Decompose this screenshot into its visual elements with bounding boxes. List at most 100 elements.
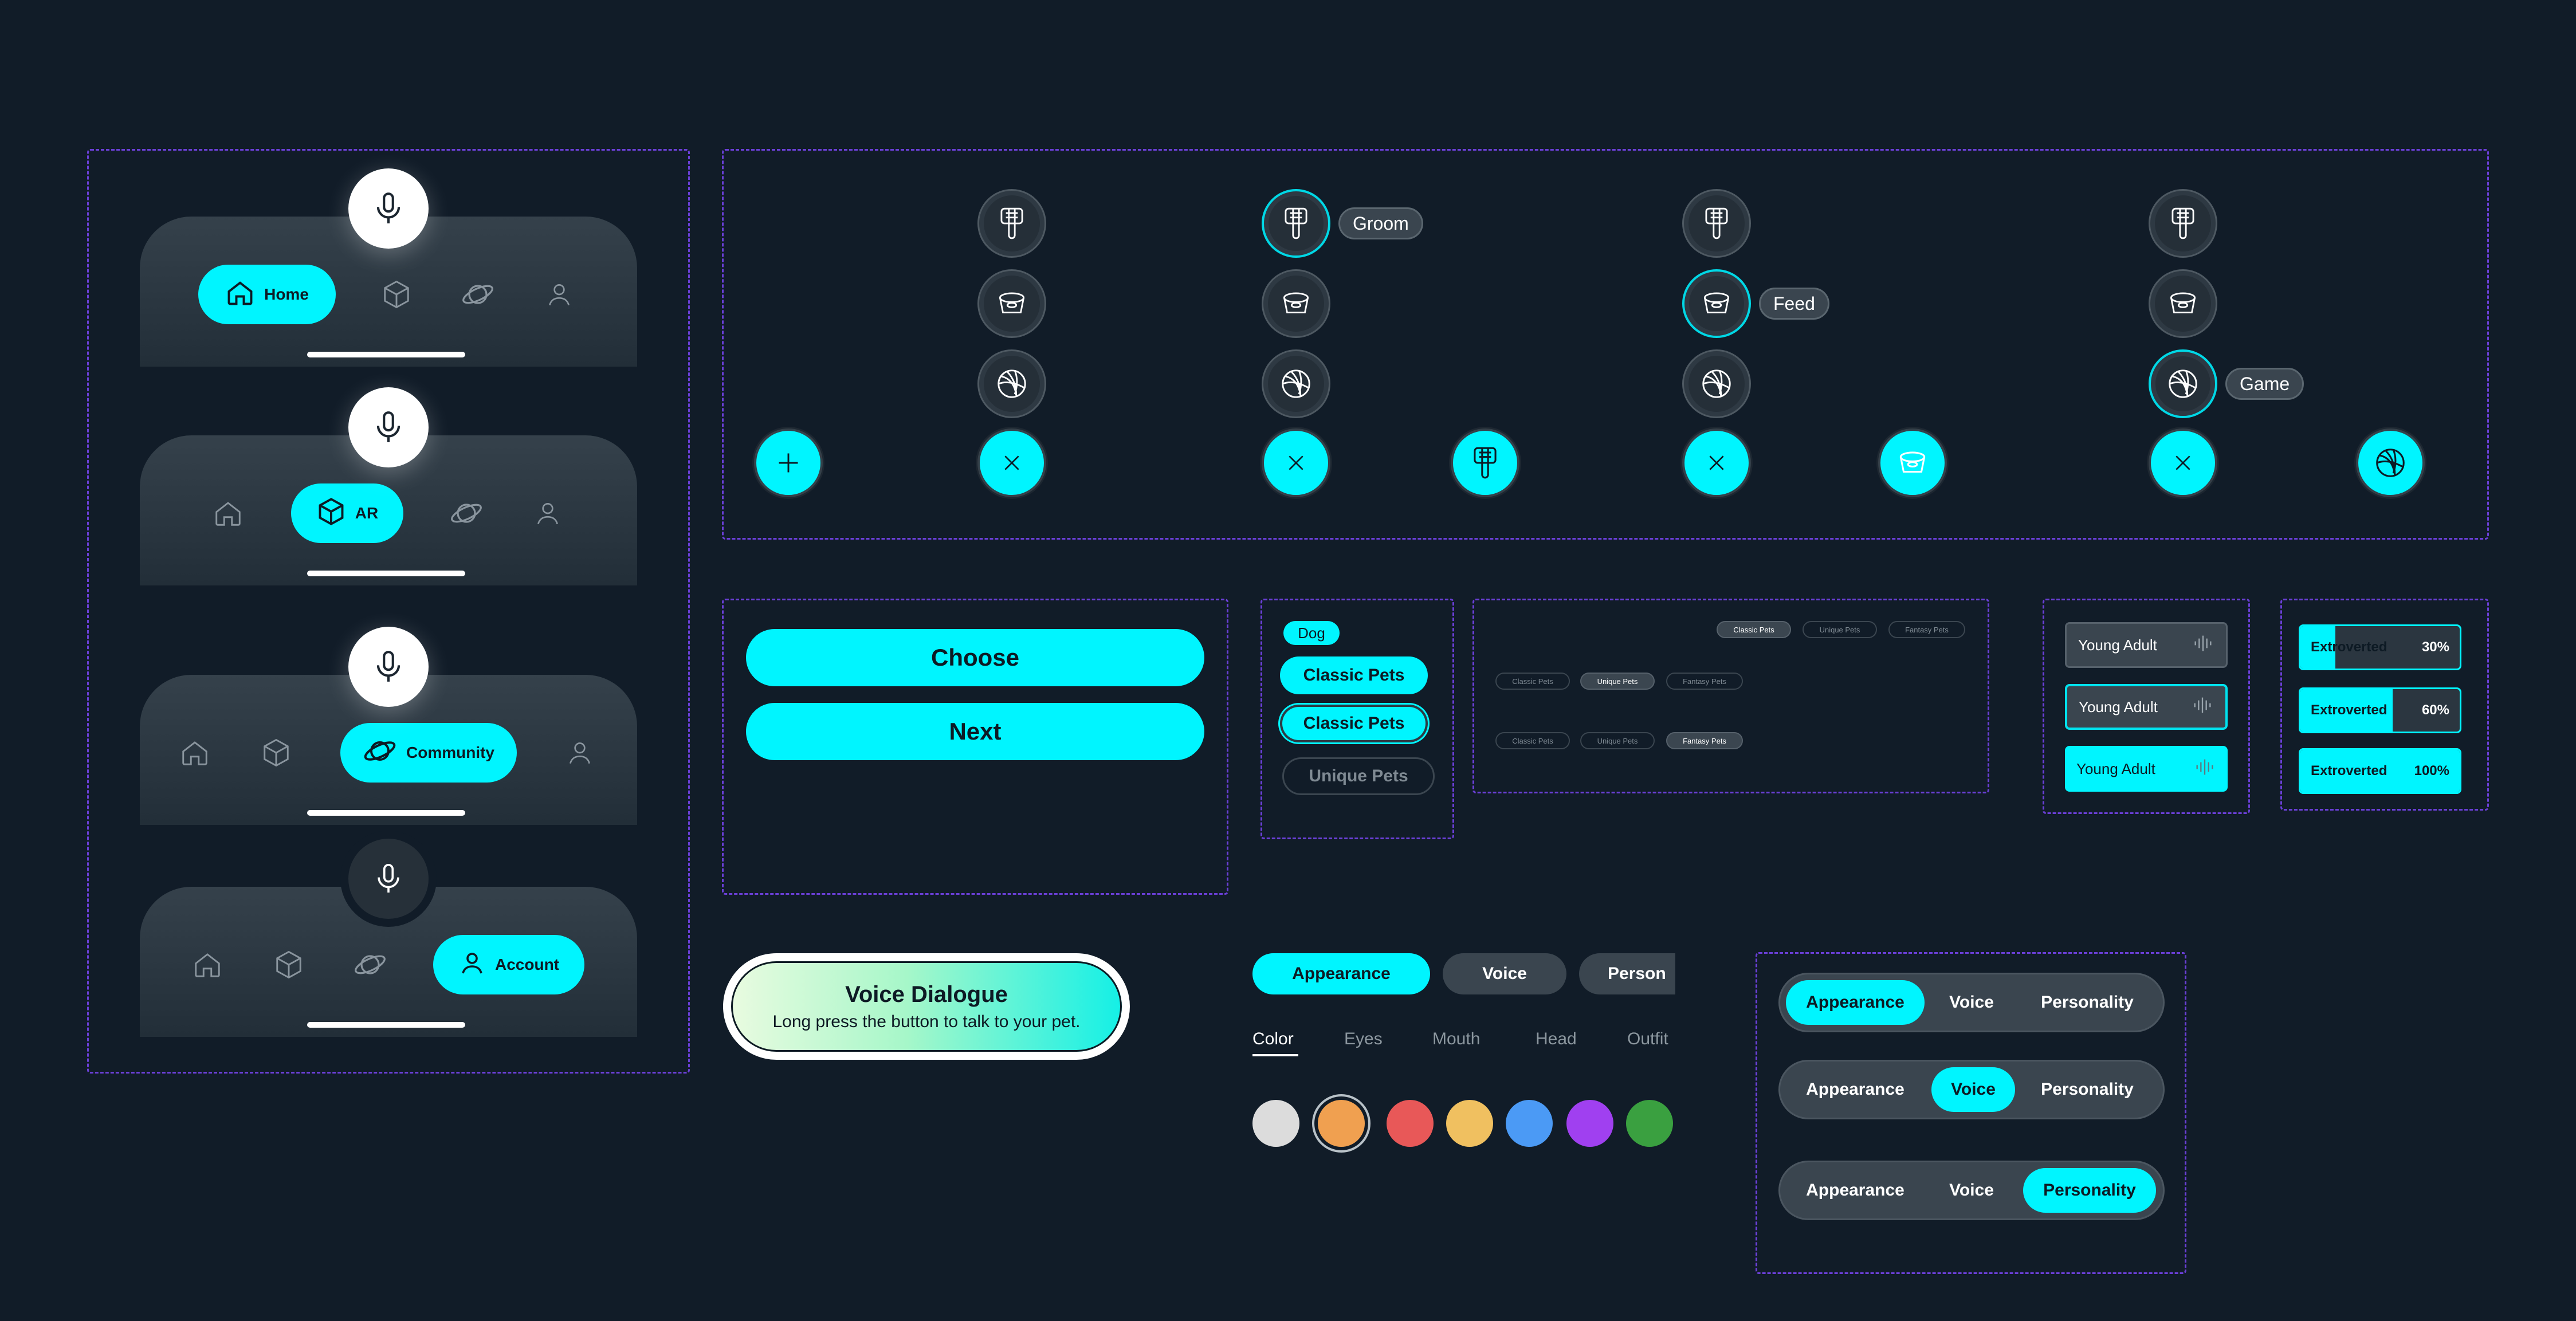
home-indicator bbox=[307, 1022, 465, 1028]
color-swatch[interactable] bbox=[1566, 1100, 1613, 1147]
fantasy-pets-small-chip[interactable]: Fantasy Pets bbox=[1666, 732, 1743, 749]
feed-selected[interactable] bbox=[1878, 428, 1947, 497]
subtab-eyes[interactable]: Eyes bbox=[1344, 1029, 1383, 1048]
tab-voice[interactable]: Voice bbox=[1443, 953, 1566, 994]
seg-voice[interactable]: Voice bbox=[1931, 1067, 2015, 1112]
subtab-head[interactable]: Head bbox=[1536, 1029, 1577, 1048]
game-action[interactable] bbox=[977, 349, 1046, 418]
user-icon[interactable] bbox=[563, 736, 597, 770]
cube-icon[interactable] bbox=[272, 947, 306, 982]
close-button[interactable] bbox=[2149, 428, 2217, 497]
game-selected[interactable] bbox=[2356, 428, 2425, 497]
mic-button[interactable] bbox=[348, 168, 429, 249]
voice-row-label: Young Adult bbox=[2079, 698, 2158, 715]
home-indicator bbox=[307, 352, 465, 357]
nav-ar-button[interactable]: AR bbox=[291, 483, 403, 543]
color-swatch-selected[interactable] bbox=[1318, 1100, 1365, 1147]
seg-personality[interactable]: Personality bbox=[2041, 993, 2134, 1012]
personality-row[interactable]: Extroverted 100% bbox=[2299, 748, 2461, 794]
yarn-icon bbox=[998, 369, 1026, 398]
tab-appearance[interactable]: Appearance bbox=[1252, 953, 1430, 994]
game-action[interactable] bbox=[1682, 349, 1751, 418]
nav-account-button[interactable]: Account bbox=[433, 935, 584, 994]
color-swatch[interactable] bbox=[1387, 1100, 1434, 1147]
close-button[interactable] bbox=[1262, 428, 1330, 497]
nav-ar-label: AR bbox=[355, 504, 379, 522]
seg-appearance[interactable]: Appearance bbox=[1786, 980, 1925, 1025]
personality-fill bbox=[2300, 689, 2393, 732]
personality-fill bbox=[2300, 750, 2460, 792]
mic-button[interactable] bbox=[348, 627, 429, 707]
close-button[interactable] bbox=[1682, 428, 1751, 497]
feed-action[interactable] bbox=[1682, 269, 1751, 338]
personality-fill bbox=[2300, 626, 2336, 669]
personality-pct: 60% bbox=[2421, 702, 2449, 718]
choose-button[interactable]: Choose bbox=[746, 629, 1204, 686]
close-button[interactable] bbox=[977, 428, 1046, 497]
home-icon[interactable] bbox=[190, 947, 225, 982]
subtab-color[interactable]: Color bbox=[1252, 1029, 1294, 1048]
waveform-icon bbox=[2191, 694, 2214, 721]
voice-row[interactable]: Young Adult bbox=[2065, 746, 2228, 792]
unique-pets-small-chip[interactable]: Unique Pets bbox=[1580, 732, 1655, 749]
voice-dialogue-button[interactable]: Voice Dialogue Long press the button to … bbox=[723, 953, 1130, 1060]
game-action[interactable] bbox=[1262, 349, 1330, 418]
seg-voice[interactable]: Voice bbox=[1949, 993, 1994, 1012]
voice-row[interactable]: Young Adult bbox=[2065, 684, 2228, 730]
fantasy-pets-small-chip[interactable]: Fantasy Pets bbox=[1888, 621, 1965, 638]
color-swatch[interactable] bbox=[1626, 1100, 1673, 1147]
dog-chip[interactable]: Dog bbox=[1283, 621, 1340, 645]
seg-personality[interactable]: Personality bbox=[2041, 1080, 2134, 1099]
brush-icon bbox=[1000, 207, 1023, 239]
feed-action[interactable] bbox=[2149, 269, 2217, 338]
home-icon[interactable] bbox=[211, 496, 245, 530]
planet-icon[interactable] bbox=[353, 947, 387, 982]
seg-personality[interactable]: Personality bbox=[2023, 1168, 2156, 1213]
cube-icon[interactable] bbox=[379, 277, 414, 312]
color-swatch[interactable] bbox=[1252, 1100, 1299, 1147]
feed-action[interactable] bbox=[1262, 269, 1330, 338]
groom-action[interactable] bbox=[2149, 189, 2217, 258]
classic-pets-small-chip[interactable]: Classic Pets bbox=[1495, 673, 1570, 690]
home-icon[interactable] bbox=[178, 736, 212, 770]
next-button[interactable]: Next bbox=[746, 703, 1204, 760]
classic-pets-chip-outlined[interactable]: Classic Pets bbox=[1280, 705, 1428, 742]
tab-personality[interactable]: Person bbox=[1579, 953, 1675, 994]
mic-button[interactable] bbox=[348, 387, 429, 467]
unique-pets-chip[interactable]: Unique Pets bbox=[1282, 757, 1435, 795]
groom-action[interactable] bbox=[1682, 189, 1751, 258]
groom-action[interactable] bbox=[977, 189, 1046, 258]
personality-row[interactable]: Extroverted 30% bbox=[2299, 624, 2461, 670]
user-icon[interactable] bbox=[542, 277, 576, 312]
unique-pets-small-chip[interactable]: Unique Pets bbox=[1803, 621, 1877, 638]
seg-appearance[interactable]: Appearance bbox=[1806, 1080, 1904, 1099]
yarn-icon bbox=[1702, 369, 1731, 398]
game-action[interactable] bbox=[2149, 349, 2217, 418]
planet-icon[interactable] bbox=[449, 496, 484, 530]
voice-row[interactable]: Young Adult bbox=[2065, 622, 2228, 668]
color-swatch[interactable] bbox=[1506, 1100, 1553, 1147]
seg-voice[interactable]: Voice bbox=[1949, 1181, 1994, 1200]
classic-pets-small-chip[interactable]: Classic Pets bbox=[1495, 732, 1570, 749]
user-icon[interactable] bbox=[531, 496, 565, 530]
planet-icon[interactable] bbox=[461, 277, 495, 312]
nav-community-button[interactable]: Community bbox=[340, 723, 517, 783]
mic-button[interactable] bbox=[348, 839, 429, 919]
nav-home-button[interactable]: Home bbox=[198, 265, 336, 324]
tab-clip: Person bbox=[1579, 953, 1675, 994]
subtab-clip: Outfit bbox=[1627, 1029, 1675, 1052]
groom-selected[interactable] bbox=[1451, 428, 1519, 497]
fantasy-pets-small-chip[interactable]: Fantasy Pets bbox=[1666, 673, 1743, 690]
unique-pets-small-chip[interactable]: Unique Pets bbox=[1580, 673, 1655, 690]
add-button[interactable] bbox=[754, 428, 823, 497]
subtab-mouth[interactable]: Mouth bbox=[1432, 1029, 1481, 1048]
feed-action[interactable] bbox=[977, 269, 1046, 338]
classic-pets-chip[interactable]: Classic Pets bbox=[1280, 656, 1428, 694]
color-swatch[interactable] bbox=[1446, 1100, 1493, 1147]
classic-pets-small-chip[interactable]: Classic Pets bbox=[1717, 621, 1791, 638]
personality-row[interactable]: Extroverted 60% bbox=[2299, 687, 2461, 733]
cube-icon[interactable] bbox=[259, 736, 293, 770]
groom-action[interactable] bbox=[1262, 189, 1330, 258]
subtab-outfit[interactable]: Outfit bbox=[1627, 1029, 1668, 1048]
seg-appearance[interactable]: Appearance bbox=[1806, 1181, 1904, 1200]
